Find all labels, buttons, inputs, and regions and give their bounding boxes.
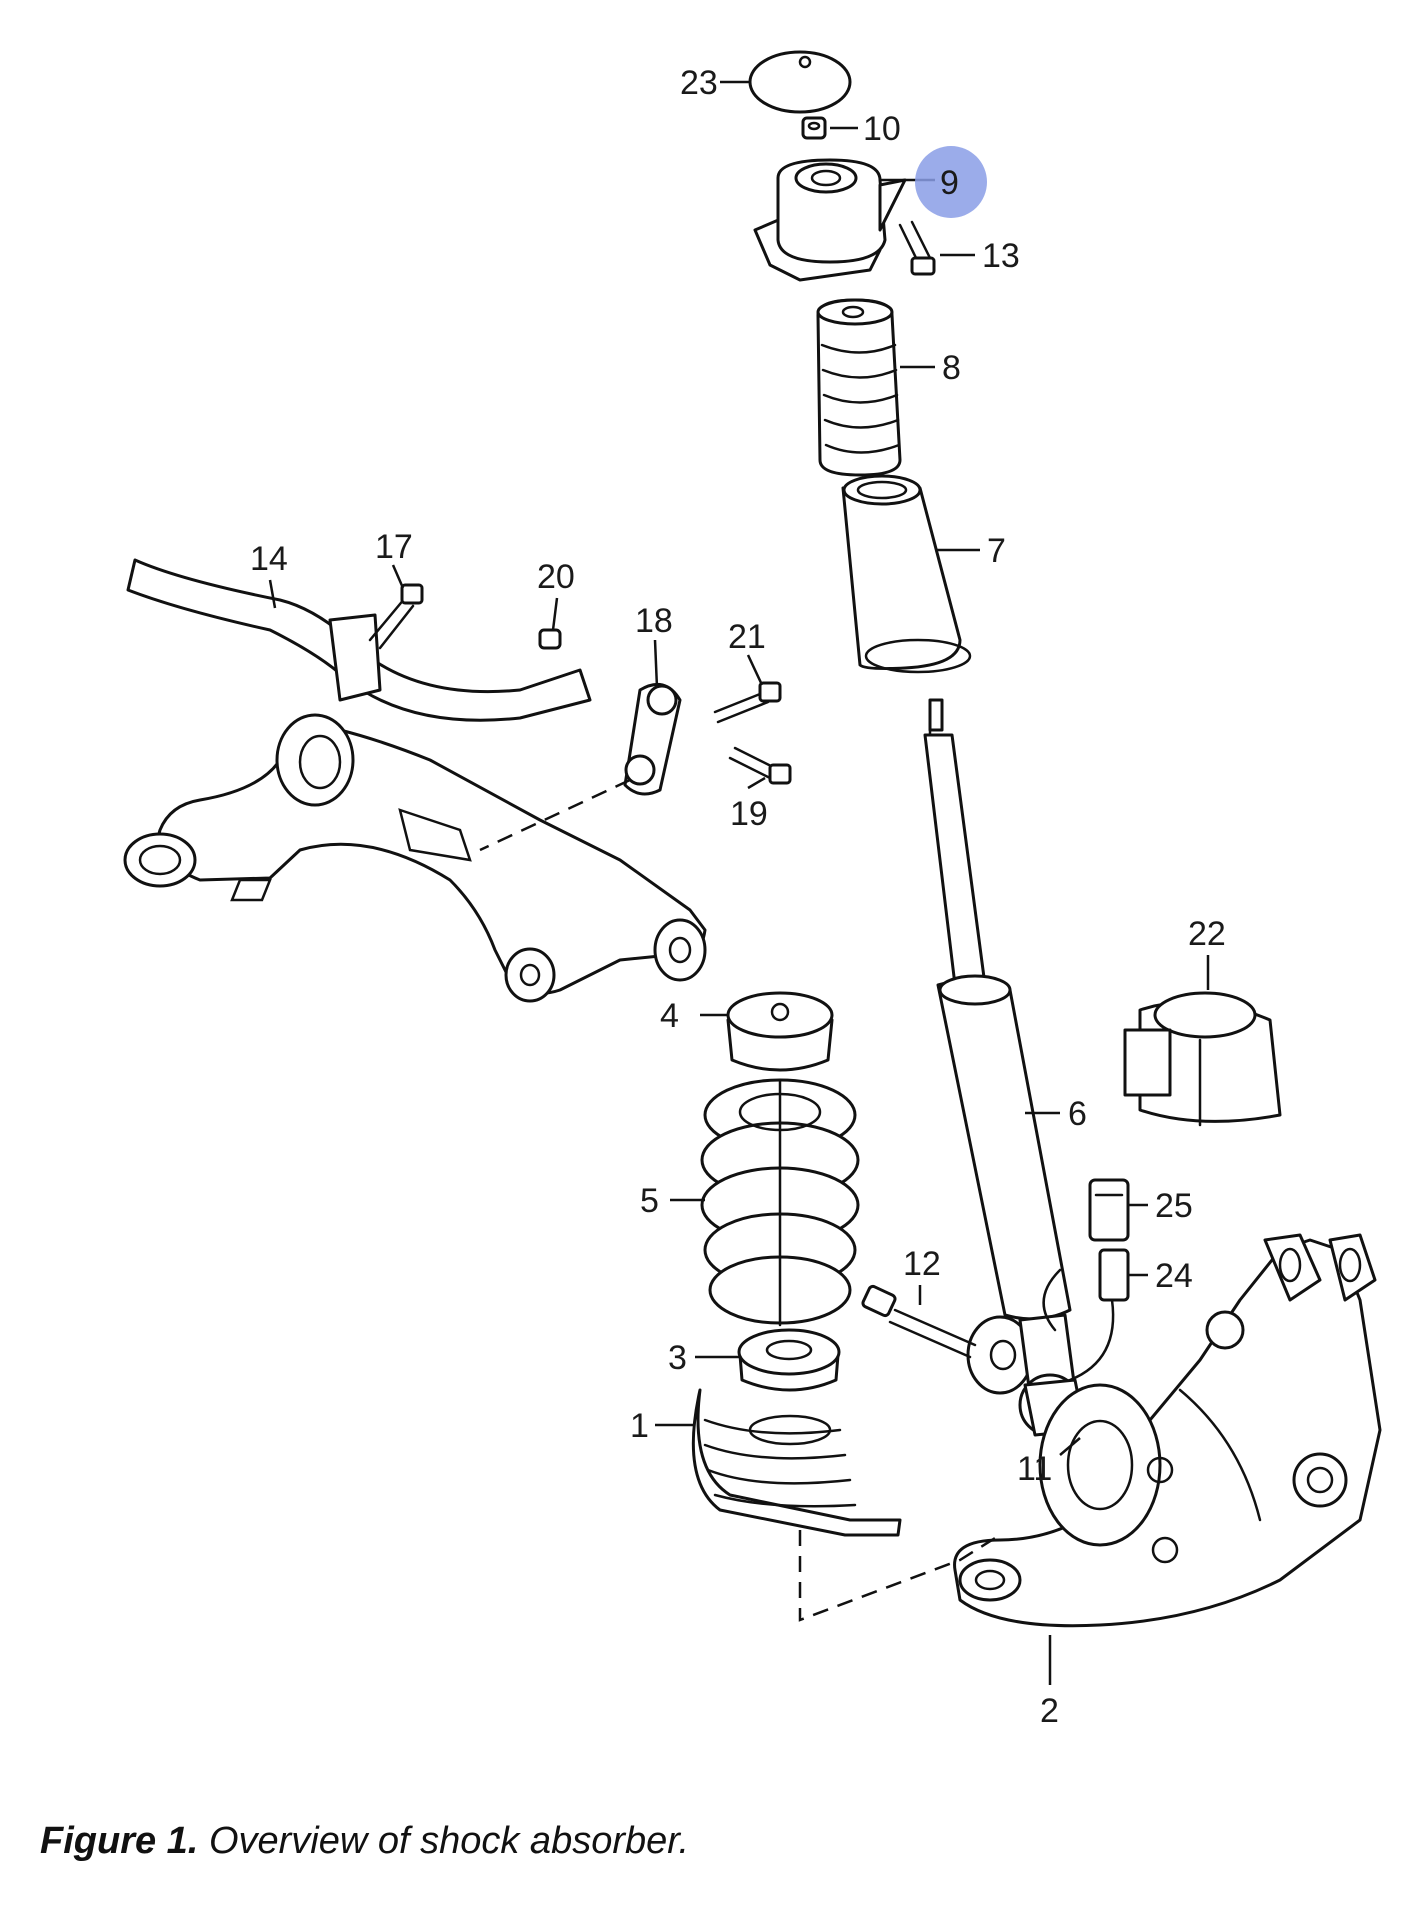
callout-1: 1 (630, 1407, 649, 1445)
part-1-spring-guard (691, 1388, 902, 1537)
callout-17: 17 (375, 528, 413, 566)
part-7-dust-boot (841, 474, 972, 674)
callout-6: 6 (1068, 1095, 1087, 1133)
part-25-connector (1088, 1178, 1130, 1242)
callout-19: 19 (730, 795, 768, 833)
callout-10: 10 (863, 110, 901, 148)
part-10-nut (801, 116, 827, 140)
callout-8: 8 (942, 349, 961, 387)
callout-7: 7 (987, 532, 1006, 570)
part-4-upper-spring-seat (726, 991, 834, 1072)
part-3-lower-spring-seat (737, 1328, 841, 1392)
callout-25: 25 (1155, 1187, 1193, 1225)
callout-4: 4 (660, 997, 679, 1035)
part-22-bushing (1123, 991, 1282, 1127)
callout-18: 18 (635, 602, 673, 640)
part-23-cap (748, 50, 852, 114)
part-21-bolt (713, 681, 782, 724)
callout-9-highlight (915, 146, 987, 218)
part-12-bolt (861, 1284, 977, 1359)
part-24-sensor (1042, 1248, 1130, 1382)
callout-14: 14 (250, 540, 288, 578)
callout-23: 23 (680, 64, 718, 102)
callout-12: 12 (903, 1245, 941, 1283)
part-13-bolt (898, 220, 936, 276)
part-20-nut (538, 628, 562, 650)
figure-caption-text: Overview of shock absorber. (208, 1820, 690, 1862)
part-6-shock-absorber (923, 698, 1077, 1397)
part-8-bump-stop (816, 298, 902, 477)
part-19-bolt (728, 746, 792, 785)
figure-caption: Figure 1. Overview of shock absorber. (40, 1820, 689, 1863)
part-5-coil-spring (700, 1078, 860, 1327)
callout-3: 3 (668, 1339, 687, 1377)
assembly-line-link-to-arm (479, 778, 631, 852)
callout-24: 24 (1155, 1257, 1193, 1295)
callout-20: 20 (537, 558, 575, 596)
part-9-strut-mount (753, 158, 907, 282)
callout-11: 11 (1017, 1450, 1052, 1488)
callout-21: 21 (728, 618, 766, 656)
shock-absorber-exploded-diagram: 23 10 9 13 8 7 14 17 20 18 21 19 22 4 6 … (123, 50, 1382, 1730)
callout-9: 9 (940, 164, 959, 202)
part-17-bolt (368, 583, 424, 650)
part-14-stabilizer-bar (126, 558, 592, 722)
part-2-wheel-bearing-housing (953, 1233, 1382, 1628)
callout-2: 2 (1040, 1692, 1059, 1730)
figure-caption-label: Figure 1. (40, 1820, 199, 1862)
callout-13: 13 (982, 237, 1020, 275)
part-18-coupling-rod (623, 682, 682, 796)
callout-22: 22 (1188, 915, 1226, 953)
callout-5: 5 (640, 1182, 659, 1220)
trailing-arm (123, 713, 707, 1003)
